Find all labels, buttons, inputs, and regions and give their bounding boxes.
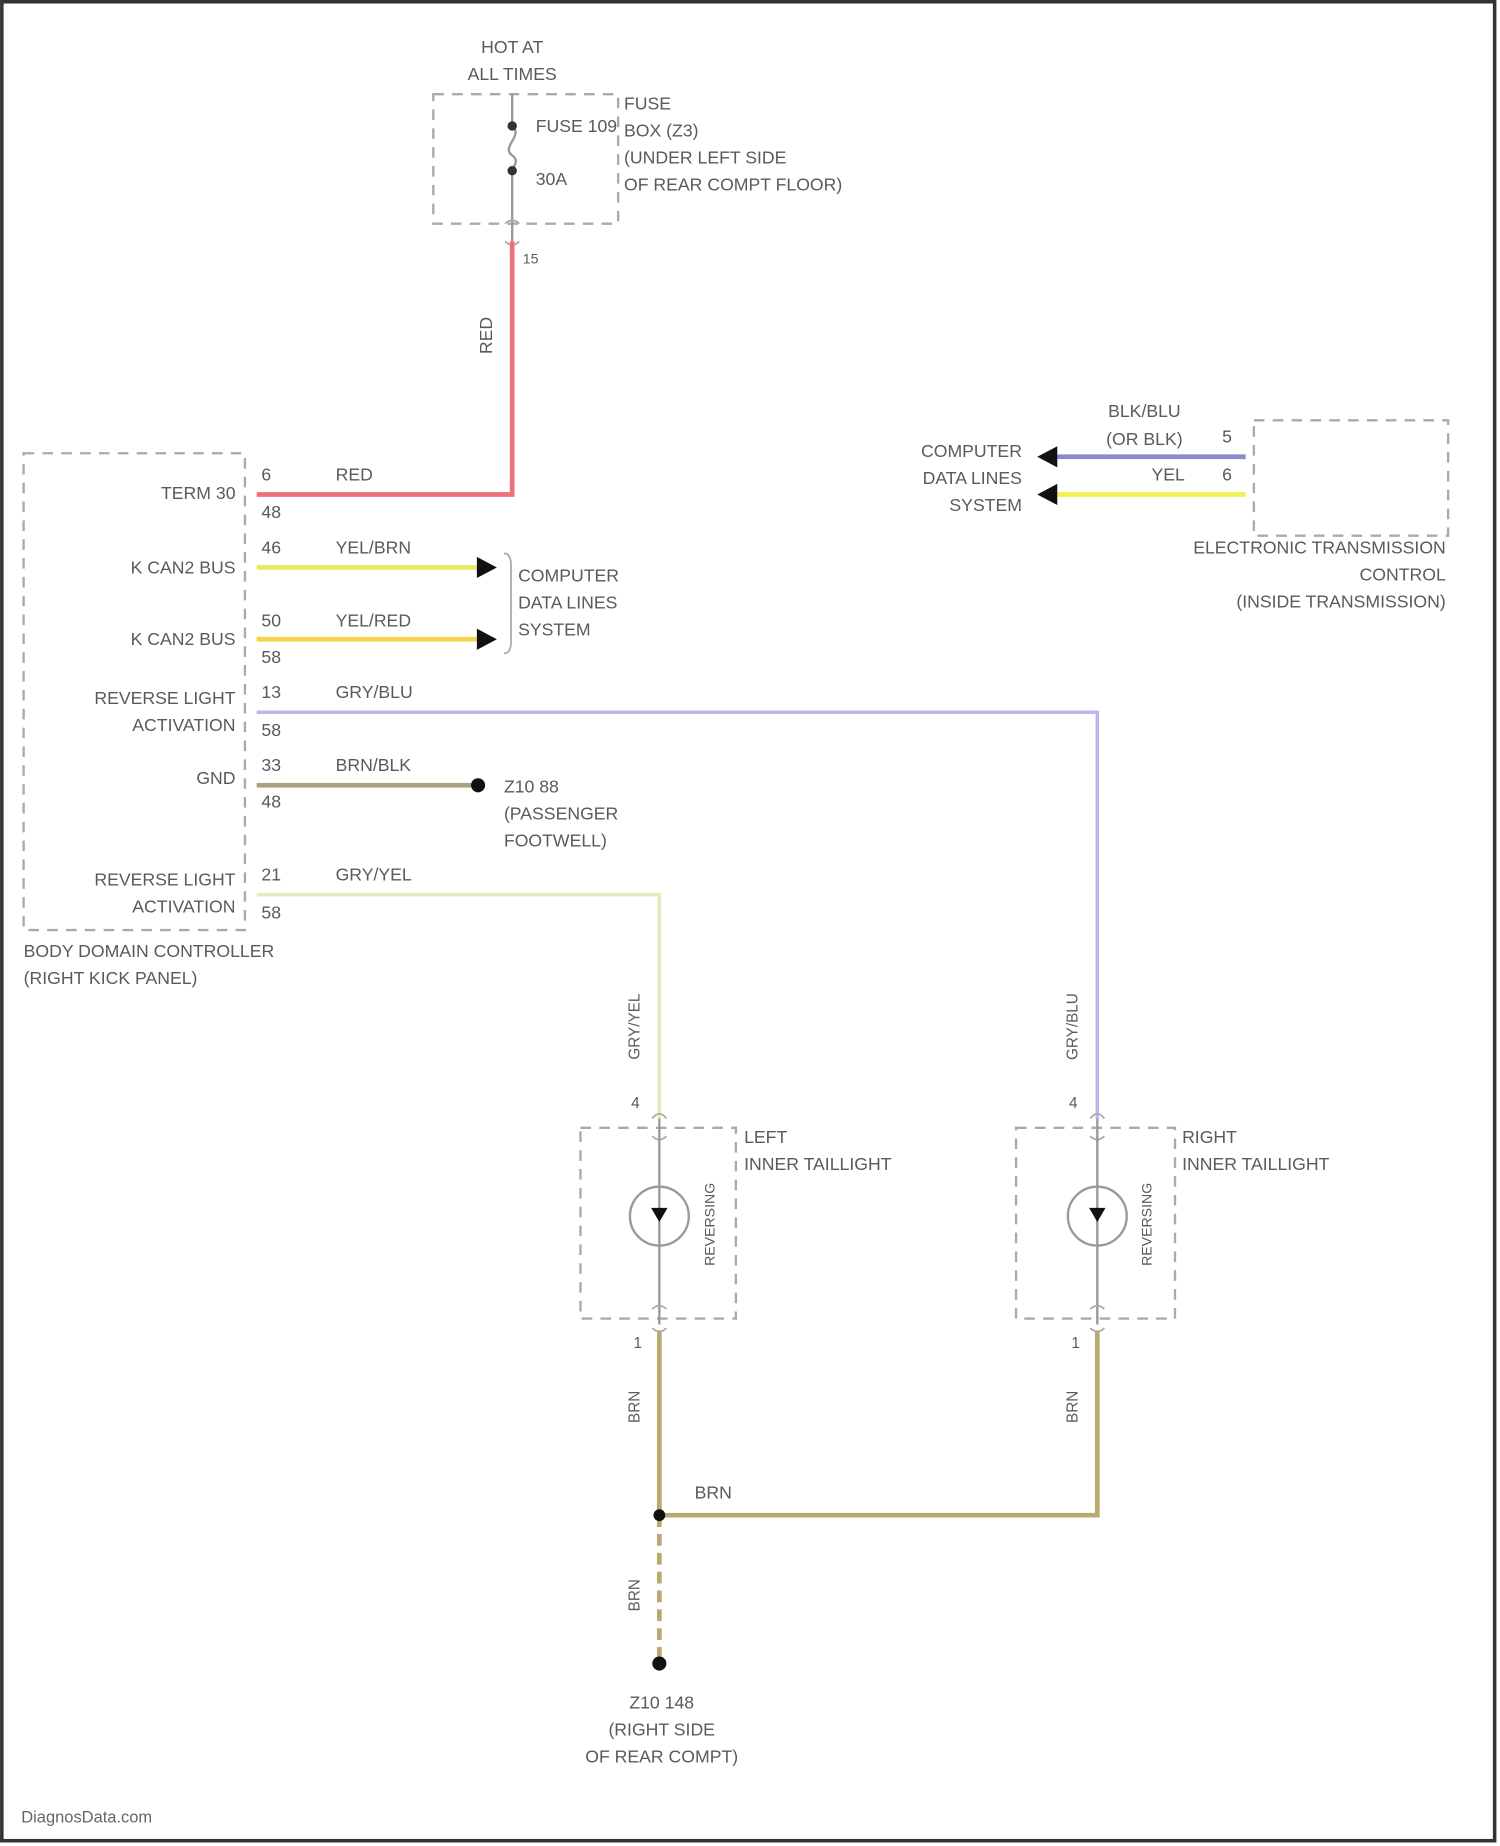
bdc-reverse-label: ACTIVATION — [132, 896, 235, 916]
bdc-connector: 58 — [261, 647, 281, 667]
taillight-pin: 4 — [1069, 1095, 1078, 1112]
taillight-label: INNER TAILLIGHT — [744, 1154, 892, 1174]
wire-label: YEL/RED — [336, 610, 412, 630]
bdc-term30-label: TERM 30 — [161, 483, 236, 503]
ground-point-icon — [652, 1656, 666, 1670]
taillight-pin: 4 — [631, 1095, 640, 1112]
data-lines-label-2: DATA LINES — [518, 593, 617, 613]
bdc-connector: 48 — [261, 502, 281, 522]
tcm-label: CONTROL — [1360, 564, 1446, 584]
hot-at-label: HOT AT — [481, 37, 543, 57]
ground-z10-88-label: FOOTWELL) — [504, 830, 607, 850]
bdc-reverse-label: ACTIVATION — [132, 715, 235, 735]
lamp-label: REVERSING — [1138, 1183, 1154, 1266]
wire-label: BRN — [626, 1391, 643, 1423]
data-lines-label-1: COMPUTER — [518, 566, 619, 586]
bdc-pin: 21 — [261, 865, 281, 885]
wire-label: GRY/BLU — [1064, 993, 1081, 1060]
fuse-box-label-2: BOX (Z3) — [624, 121, 698, 141]
bdc-connector: 58 — [261, 902, 281, 922]
ground-z10-148-label: Z10 148 — [629, 1692, 694, 1712]
bdc-reverse-label: REVERSE LIGHT — [94, 688, 235, 708]
ground-z10-88-label: (PASSENGER — [504, 803, 618, 823]
data-lines-label-3: SYSTEM — [518, 620, 591, 640]
splice-icon — [653, 1509, 665, 1521]
fuse-box-label-1: FUSE — [624, 93, 671, 113]
fuse-name: FUSE 109 — [536, 116, 617, 136]
tcm-label: ELECTRONIC TRANSMISSION — [1193, 537, 1446, 557]
lamp-label: REVERSING — [702, 1183, 718, 1266]
all-times-label: ALL TIMES — [468, 64, 557, 84]
ground-point-icon — [471, 778, 485, 792]
taillight-label: LEFT — [744, 1127, 787, 1147]
tcm-pin: 6 — [1222, 464, 1232, 484]
taillight-label: RIGHT — [1182, 1127, 1237, 1147]
bdc-connector: 58 — [261, 720, 281, 740]
wire-label: BRN — [695, 1483, 732, 1503]
bdc-pin: 6 — [261, 464, 271, 484]
tcm-pin: 5 — [1222, 427, 1232, 447]
taillight-pin: 1 — [633, 1335, 642, 1352]
bdc-pin: 33 — [261, 755, 281, 775]
fuse-box-label-4: OF REAR COMPT FLOOR) — [624, 175, 842, 195]
wire-label: RED — [336, 464, 373, 484]
fuse-terminal-top — [507, 121, 516, 130]
fuse-terminal-bottom — [507, 166, 516, 175]
tcm-data-lines-label: SYSTEM — [949, 495, 1022, 515]
bdc-kcan2-label: K CAN2 BUS — [131, 629, 236, 649]
bdc-gnd-label: GND — [196, 768, 235, 788]
fuse-pin: 15 — [523, 251, 539, 267]
wire-label: BRN — [626, 1579, 643, 1611]
wire-label: GRY/YEL — [626, 994, 643, 1060]
wire-label: BRN/BLK — [336, 755, 412, 775]
bdc-pin: 50 — [261, 610, 281, 630]
bdc-label-1: BODY DOMAIN CONTROLLER — [24, 941, 275, 961]
fuse-rating: 30A — [536, 169, 568, 189]
fuse-box-label-3: (UNDER LEFT SIDE — [624, 148, 787, 168]
wire-label: GRY/BLU — [336, 682, 413, 702]
taillight-label: INNER TAILLIGHT — [1182, 1154, 1330, 1174]
bdc-connector: 48 — [261, 792, 281, 812]
wire-label: BRN — [1064, 1391, 1081, 1423]
tcm-label: (INSIDE TRANSMISSION) — [1236, 591, 1445, 611]
wire-label: YEL/BRN — [336, 537, 412, 557]
bdc-reverse-label: REVERSE LIGHT — [94, 869, 235, 889]
taillight-pin: 1 — [1071, 1335, 1080, 1352]
ground-z10-148-label: OF REAR COMPT) — [585, 1746, 738, 1766]
tcm-data-lines-label: DATA LINES — [923, 468, 1022, 488]
wire-label: (OR BLK) — [1106, 429, 1182, 449]
ground-z10-88-label: Z10 88 — [504, 776, 559, 796]
bdc-label-2: (RIGHT KICK PANEL) — [24, 968, 198, 988]
wire-label: YEL — [1151, 464, 1185, 484]
bdc-pin: 46 — [261, 537, 281, 557]
tcm-data-lines-label: COMPUTER — [921, 441, 1022, 461]
watermark: DiagnosData.com — [21, 1808, 152, 1826]
ground-z10-148-label: (RIGHT SIDE — [608, 1719, 715, 1739]
wire-red-label: RED — [476, 317, 496, 354]
wire-label: BLK/BLU — [1108, 401, 1181, 421]
bdc-kcan2-label: K CAN2 BUS — [131, 557, 236, 577]
bdc-pin: 13 — [261, 682, 281, 702]
wire-label: GRY/YEL — [336, 865, 412, 885]
